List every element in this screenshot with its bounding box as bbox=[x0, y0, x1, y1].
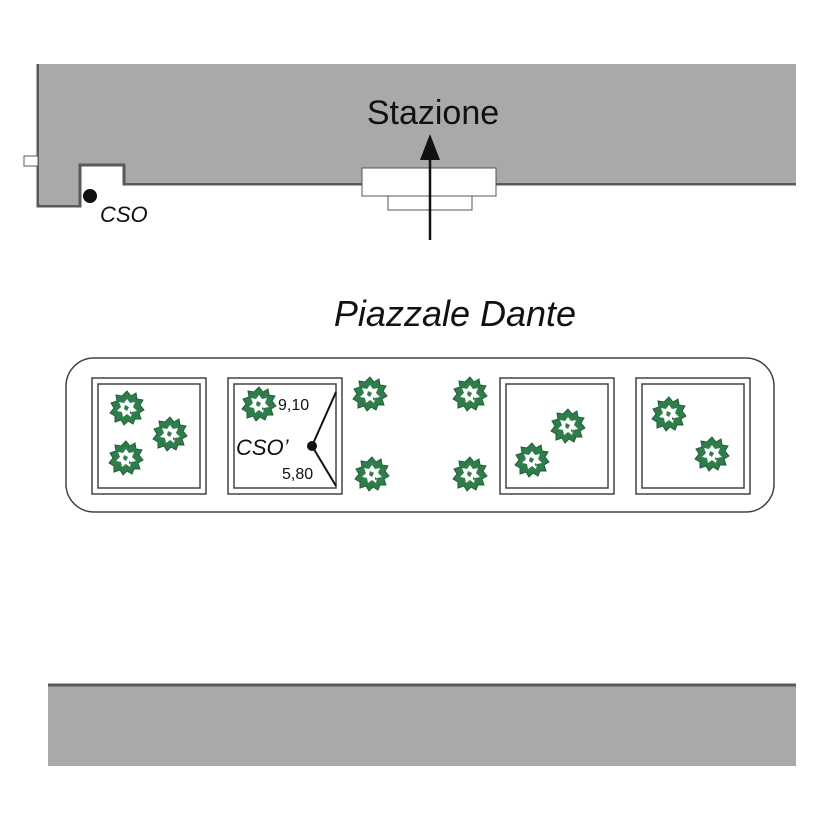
tree-icon bbox=[514, 442, 550, 478]
distance-top: 9,10 bbox=[278, 397, 309, 414]
connector-stub bbox=[23, 155, 39, 167]
tree-icon bbox=[108, 440, 144, 476]
cso-label: CSO bbox=[100, 202, 148, 227]
square-outline bbox=[65, 357, 775, 513]
station-building bbox=[40, 64, 796, 204]
station-label: Stazione bbox=[367, 94, 499, 132]
square-label: Piazzale Dante bbox=[334, 293, 576, 334]
survey-line-top bbox=[311, 391, 337, 447]
distance-bottom: 5,80 bbox=[282, 466, 313, 483]
tree-icon bbox=[354, 456, 390, 492]
tree-icon bbox=[352, 376, 388, 412]
planter-2 bbox=[227, 377, 343, 495]
tree-icon bbox=[651, 396, 687, 432]
tree-icon bbox=[241, 386, 277, 422]
cso-prime-point-icon bbox=[307, 441, 317, 451]
tree-icon bbox=[550, 408, 586, 444]
planter-1 bbox=[91, 377, 207, 495]
tree-icon bbox=[452, 376, 488, 412]
cso-point-icon bbox=[83, 189, 97, 203]
survey-line-bottom bbox=[311, 445, 337, 487]
cso-prime-label: CSO’ bbox=[236, 435, 290, 460]
station-arrow-head bbox=[420, 134, 440, 160]
planter-3 bbox=[499, 377, 615, 495]
tree-icon bbox=[109, 390, 145, 426]
tree-icon bbox=[152, 416, 188, 452]
planter-4 bbox=[635, 377, 751, 495]
bottom-building bbox=[48, 684, 796, 766]
tree-icon bbox=[452, 456, 488, 492]
building-edge bbox=[36, 64, 362, 208]
tree-icon bbox=[694, 436, 730, 472]
